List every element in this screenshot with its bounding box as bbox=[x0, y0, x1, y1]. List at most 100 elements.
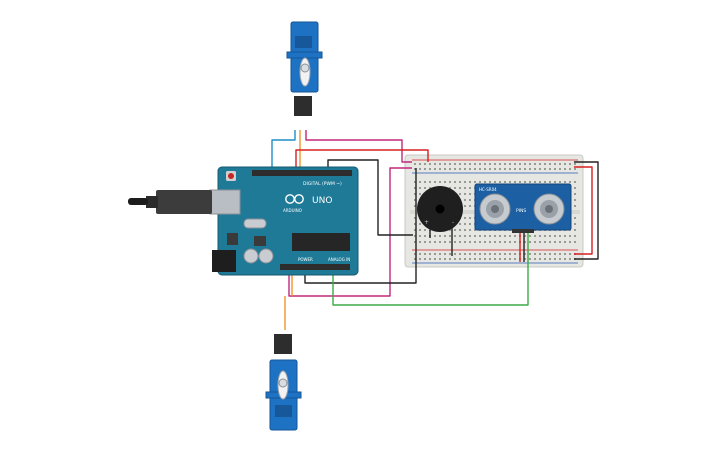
breadboard-hole bbox=[544, 235, 546, 237]
arduino-uno-board[interactable]: DIGITAL (PWM ~) POWER ANALOG IN UNO ARDU… bbox=[209, 166, 359, 276]
wire-rail-red bbox=[574, 166, 593, 255]
breadboard-hole bbox=[464, 229, 466, 231]
breadboard-hole bbox=[439, 241, 441, 243]
breadboard-hole bbox=[534, 235, 536, 237]
breadboard-hole bbox=[414, 199, 416, 201]
breadboard-hole bbox=[429, 258, 431, 260]
breadboard-hole bbox=[544, 258, 546, 260]
breadboard-hole bbox=[464, 253, 466, 255]
breadboard-hole bbox=[439, 253, 441, 255]
breadboard-hole bbox=[559, 163, 561, 165]
breadboard-hole bbox=[474, 253, 476, 255]
breadboard-hole bbox=[424, 241, 426, 243]
ultrasonic-sensor[interactable]: HC-SR04 PINS bbox=[474, 183, 572, 233]
power-analog-pin-header[interactable] bbox=[280, 264, 350, 270]
breadboard-hole bbox=[459, 258, 461, 260]
breadboard-hole bbox=[494, 163, 496, 165]
breadboard-hole bbox=[479, 258, 481, 260]
breadboard-hole bbox=[414, 163, 416, 165]
breadboard-hole bbox=[449, 258, 451, 260]
breadboard-hole bbox=[419, 235, 421, 237]
breadboard-hole bbox=[524, 181, 526, 183]
breadboard-hole bbox=[474, 163, 476, 165]
breadboard-hole bbox=[419, 168, 421, 170]
breadboard-hole bbox=[509, 168, 511, 170]
sensor-pin-header[interactable] bbox=[512, 229, 534, 233]
breadboard-hole bbox=[449, 229, 451, 231]
breadboard-hole bbox=[564, 258, 566, 260]
servo-top-connector bbox=[294, 96, 312, 116]
breadboard-hole bbox=[434, 258, 436, 260]
breadboard-hole bbox=[429, 253, 431, 255]
reset-button[interactable] bbox=[228, 173, 234, 179]
breadboard-hole bbox=[469, 193, 471, 195]
breadboard-hole bbox=[534, 163, 536, 165]
breadboard-hole bbox=[514, 168, 516, 170]
breadboard-hole bbox=[414, 217, 416, 219]
breadboard-hole bbox=[459, 229, 461, 231]
breadboard-hole bbox=[514, 253, 516, 255]
breadboard-hole bbox=[414, 235, 416, 237]
breadboard-hole bbox=[464, 193, 466, 195]
breadboard-hole bbox=[419, 163, 421, 165]
breadboard-hole bbox=[514, 241, 516, 243]
breadboard-hole bbox=[449, 168, 451, 170]
breadboard-hole bbox=[449, 163, 451, 165]
breadboard-hole bbox=[524, 168, 526, 170]
breadboard-hole bbox=[569, 241, 571, 243]
digital-pin-header[interactable] bbox=[252, 170, 352, 176]
breadboard-hole bbox=[429, 187, 431, 189]
atmega-chip bbox=[292, 233, 350, 251]
breadboard-hole bbox=[489, 181, 491, 183]
breadboard-hole bbox=[524, 253, 526, 255]
breadboard-hole bbox=[504, 163, 506, 165]
breadboard-hole bbox=[549, 235, 551, 237]
breadboard-hole bbox=[464, 163, 466, 165]
wire-sensor-green bbox=[332, 232, 529, 306]
breadboard-hole bbox=[514, 163, 516, 165]
piezo-buzzer-icon[interactable]: + - bbox=[417, 186, 463, 232]
breadboard-hole bbox=[419, 253, 421, 255]
breadboard-hole bbox=[524, 258, 526, 260]
breadboard-hole bbox=[539, 258, 541, 260]
breadboard-hole bbox=[484, 253, 486, 255]
breadboard-hole bbox=[534, 168, 536, 170]
breadboard-hole bbox=[444, 241, 446, 243]
breadboard-hole bbox=[459, 163, 461, 165]
breadboard-hole bbox=[434, 235, 436, 237]
breadboard-hole bbox=[524, 163, 526, 165]
breadboard-hole bbox=[574, 163, 576, 165]
servo-motor-top[interactable] bbox=[286, 21, 323, 116]
servo-motor-bottom[interactable] bbox=[265, 334, 302, 431]
crystal-oscillator bbox=[243, 218, 267, 229]
breadboard-hole bbox=[504, 241, 506, 243]
breadboard-hole bbox=[574, 205, 576, 207]
breadboard-hole bbox=[519, 163, 521, 165]
breadboard-hole bbox=[494, 235, 496, 237]
breadboard-hole bbox=[484, 258, 486, 260]
svg-text:-: - bbox=[452, 219, 454, 226]
breadboard-hole bbox=[494, 253, 496, 255]
breadboard-hole bbox=[464, 217, 466, 219]
wire-servo-bottom-5v bbox=[288, 167, 412, 297]
breadboard-hole bbox=[414, 258, 416, 260]
breadboard-hole bbox=[504, 253, 506, 255]
breadboard-hole bbox=[474, 235, 476, 237]
breadboard-hole bbox=[544, 181, 546, 183]
breadboard-hole bbox=[459, 187, 461, 189]
breadboard-hole bbox=[539, 168, 541, 170]
board-brand-label: ARDUINO bbox=[283, 208, 302, 213]
breadboard-hole bbox=[434, 253, 436, 255]
breadboard-hole bbox=[474, 241, 476, 243]
breadboard-hole bbox=[444, 235, 446, 237]
breadboard-hole bbox=[549, 253, 551, 255]
breadboard-hole bbox=[484, 235, 486, 237]
breadboard-hole bbox=[569, 181, 571, 183]
breadboard-hole bbox=[574, 235, 576, 237]
capacitor-2 bbox=[258, 248, 274, 264]
breadboard-hole bbox=[529, 181, 531, 183]
breadboard-hole bbox=[434, 181, 436, 183]
breadboard-hole bbox=[414, 168, 416, 170]
servo-bottom-connector bbox=[274, 334, 292, 354]
board-model-label: UNO bbox=[312, 196, 332, 206]
